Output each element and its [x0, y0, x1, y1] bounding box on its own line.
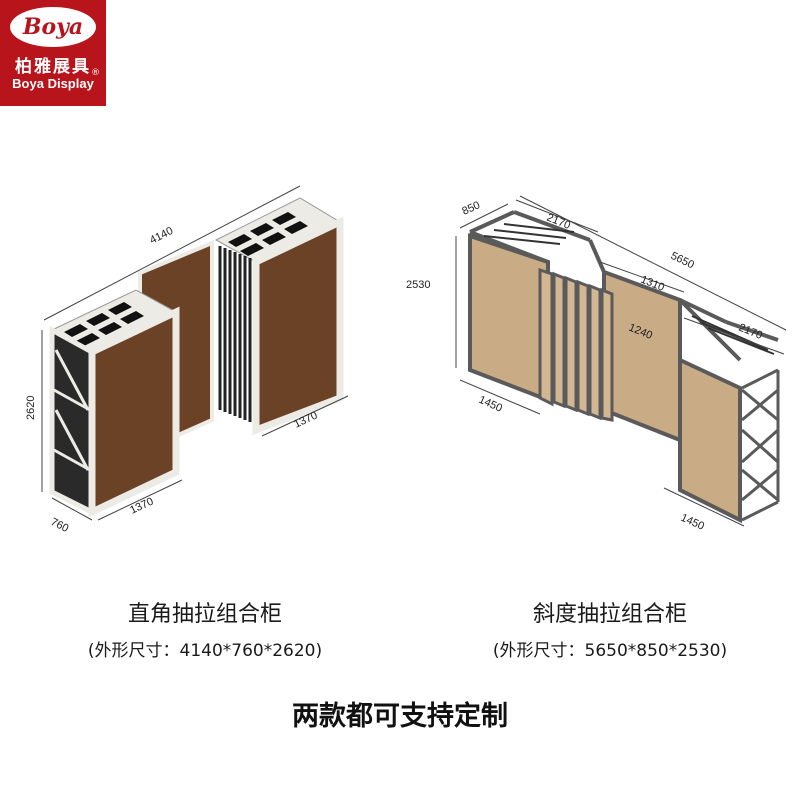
logo-mark-text: Boya — [22, 14, 84, 40]
logo-name-en: Boya Display — [12, 76, 94, 91]
slanted-cabinet-drawing: 850 2170 5650 2530 1310 1240 2170 1450 1… — [406, 195, 787, 533]
right-dimension-lines — [455, 195, 787, 527]
registered-mark: ® — [91, 68, 100, 78]
back-panel-mid — [602, 269, 682, 443]
dim-height-2530: 2530 — [406, 279, 430, 291]
logo-mark: Boya — [10, 7, 96, 47]
logo-name-cn: 柏雅展具 — [15, 57, 91, 77]
dim-total: 5650 — [669, 250, 696, 272]
left-dimension-lines — [41, 185, 349, 521]
right-unit-top-slots — [228, 212, 308, 256]
back-panel-left — [468, 233, 550, 403]
customization-note: 两款都可支持定制 — [292, 701, 508, 732]
dim-height: 2620 — [25, 396, 37, 420]
slanted-drawer-slats — [538, 267, 614, 422]
left-caption: 直角抽拉组合柜 (外形尺寸：4140*760*2620) — [40, 596, 370, 661]
right-caption-subtitle: (外形尺寸：5650*850*2530) — [492, 641, 728, 661]
dim-bottom-right: 1450 — [679, 512, 706, 533]
dim-width: 4140 — [148, 225, 175, 247]
dim-depth-850: 850 — [460, 199, 482, 217]
dim-front-width: 1370 — [128, 495, 155, 516]
right-caption: 斜度抽拉组合柜 (外形尺寸：5650*850*2530) — [430, 596, 790, 661]
right-truss — [741, 368, 780, 522]
left-unit-top-slots — [64, 302, 144, 346]
top-frame — [469, 210, 779, 362]
right-front-panel — [678, 356, 742, 524]
right-angle-cabinet-drawing: 4140 2620 760 1370 1370 — [25, 185, 349, 535]
drawer-slats — [218, 246, 252, 422]
left-caption-subtitle: (外形尺寸：4140*760*2620) — [87, 641, 323, 661]
brand-logo: Boya 柏雅展具 Boya Display ® — [0, 0, 106, 106]
left-unit-front — [88, 306, 180, 518]
left-caption-title: 直角抽拉组合柜 — [127, 602, 282, 627]
right-caption-title: 斜度抽拉组合柜 — [532, 602, 687, 627]
right-unit-front — [252, 216, 344, 436]
left-unit-side-bracing — [53, 349, 91, 472]
left-unit-side — [49, 325, 95, 517]
dim-depth: 760 — [49, 516, 71, 535]
top-rack-left — [483, 223, 575, 245]
